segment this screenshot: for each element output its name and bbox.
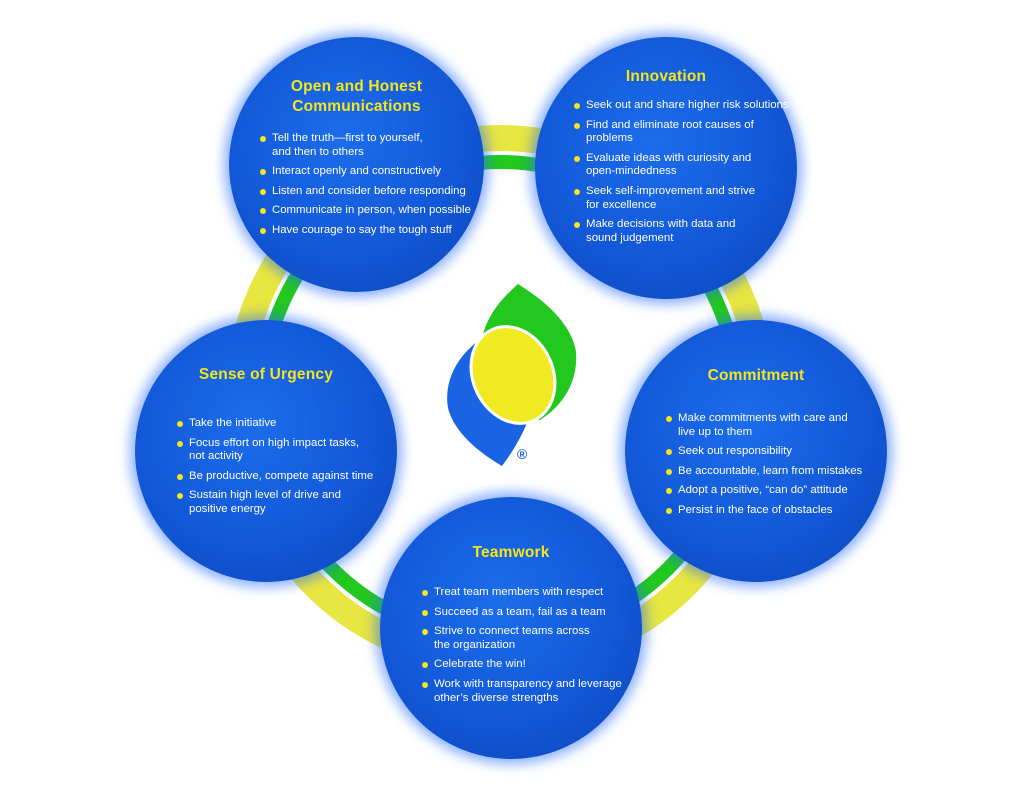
bullet-text: Listen and consider before responding [272, 184, 466, 197]
bullet-item: Be productive, compete against time [176, 470, 391, 484]
value-title: Innovation [535, 67, 797, 87]
bullet-text: Treat team members with respect [434, 586, 604, 598]
bullet-dot [574, 122, 580, 129]
bullet-item: Evaluate ideas with curiosity and open-m… [573, 152, 793, 179]
bullet-item: Seek out responsibility [665, 445, 883, 459]
value-bullet-list: Make commitments with care and live up t… [665, 412, 883, 524]
bullet-dot [666, 507, 672, 514]
bullet-text: Make commitments with care and live up t… [678, 412, 848, 438]
bullet-text: Strive to connect teams across the organ… [434, 625, 590, 651]
bullet-text: Seek out responsibility [678, 445, 792, 458]
value-circle-commitment: Commitment Make commitments with care an… [625, 320, 887, 582]
bullet-item: Treat team members with respect [421, 586, 641, 600]
bullet-text: Have courage to say the tough stuff [272, 223, 452, 236]
bullet-dot [422, 590, 428, 596]
bullet-item: Seek out and share higher risk solutions [573, 99, 793, 113]
registered-mark: ® [517, 446, 528, 462]
title-line: Sense of Urgency [198, 366, 334, 383]
bullet-dot [574, 222, 580, 229]
title-line: Innovation [625, 68, 707, 85]
bullet-text: Communicate in person, when possible [272, 204, 471, 217]
bullet-dot [666, 488, 672, 495]
bullet-text: Seek self-improvement and strive for exc… [586, 184, 756, 211]
bullet-text: Persist in the face of obstacles [678, 503, 833, 516]
bullet-item: Focus effort on high impact tasks, not a… [176, 437, 391, 464]
bullet-dot [422, 609, 428, 616]
title-line: Communications [292, 98, 421, 115]
bullet-item: Adopt a positive, “can do” attitude [665, 484, 883, 498]
bullet-dot [177, 473, 183, 480]
bullet-item: Be accountable, learn from mistakes [665, 465, 883, 479]
bullet-text: Adopt a positive, “can do” attitude [678, 484, 848, 497]
bullet-dot [260, 208, 266, 215]
bullet-dot [666, 468, 672, 475]
logo-yellow-lens [469, 325, 557, 425]
bullet-dot [260, 169, 266, 176]
bullet-text: Work with transparency and leverage othe… [434, 677, 622, 704]
bullet-item: Work with transparency and leverage othe… [421, 678, 641, 705]
bullet-item: Succeed as a team, fail as a team [421, 606, 641, 620]
bullet-text: Make decisions with data and sound judge… [586, 218, 736, 244]
value-title: Commitment [625, 366, 887, 386]
bullet-dot [666, 416, 672, 422]
bullet-text: Interact openly and constructively [272, 165, 442, 178]
bullet-item: Take the initiative [176, 417, 391, 431]
bullet-item: Have courage to say the tough stuff [259, 224, 474, 238]
bullet-dot [422, 662, 428, 669]
value-circle-urgency: Sense of Urgency Take the initiative Foc… [135, 320, 397, 582]
bullet-text: Take the initiative [189, 417, 277, 429]
bullet-text: Evaluate ideas with curiosity and open-m… [586, 151, 752, 178]
bullet-item: Find and eliminate root causes of proble… [573, 119, 793, 146]
bullet-item: Make commitments with care and live up t… [665, 412, 883, 439]
title-line: Teamwork [472, 544, 550, 561]
bullet-text: Seek out and share higher risk solutions [586, 99, 789, 111]
bullet-dot [260, 188, 266, 195]
value-bullet-list: Take the initiative Focus effort on high… [176, 417, 391, 523]
bullet-item: Make decisions with data and sound judge… [573, 218, 793, 245]
bullet-text: Find and eliminate root causes of proble… [586, 118, 754, 145]
bullet-text: Tell the truth—first to yourself, and th… [272, 132, 423, 158]
bullet-dot [422, 681, 428, 688]
bullet-item: Celebrate the win! [421, 658, 641, 672]
bullet-item: Seek self-improvement and strive for exc… [573, 185, 793, 212]
value-title: Teamwork [380, 543, 642, 563]
bullet-dot [177, 440, 183, 447]
bullet-dot [574, 188, 580, 195]
bullet-item: Persist in the face of obstacles [665, 504, 883, 518]
bullet-dot [177, 421, 183, 427]
bullet-dot [422, 629, 428, 636]
bullet-dot [177, 493, 183, 500]
bullet-text: Succeed as a team, fail as a team [434, 605, 606, 618]
value-bullet-list: Seek out and share higher risk solutions… [573, 99, 793, 251]
value-title: Sense of Urgency [135, 365, 397, 385]
bullet-item: Communicate in person, when possible [259, 204, 474, 218]
bullet-text: Be productive, compete against time [189, 469, 374, 482]
bullet-dot [260, 227, 266, 234]
value-bullet-list: Tell the truth—first to yourself, and th… [259, 132, 474, 244]
bullet-item: Strive to connect teams across the organ… [421, 625, 641, 652]
bullet-text: Focus effort on high impact tasks, not a… [189, 436, 360, 463]
value-circle-open-honest: Open and Honest Communications Tell the … [229, 37, 484, 292]
bullet-dot [260, 136, 266, 142]
value-bullet-list: Treat team members with respect Succeed … [421, 586, 641, 711]
bullet-item: Listen and consider before responding [259, 185, 474, 199]
bullet-dot [574, 155, 580, 162]
bullet-text: Celebrate the win! [434, 658, 526, 671]
bullet-text: Be accountable, learn from mistakes [678, 464, 863, 477]
company-logo [447, 284, 577, 466]
value-circle-innovation: Innovation Seek out and share higher ris… [535, 37, 797, 299]
bullet-text: Sustain high level of drive and positive… [189, 489, 341, 515]
value-title: Open and Honest Communications [229, 77, 484, 117]
title-line: Commitment [707, 367, 805, 384]
bullet-item: Sustain high level of drive and positive… [176, 489, 391, 516]
bullet-dot [574, 103, 580, 109]
title-line: Open and Honest [290, 78, 423, 95]
bullet-item: Interact openly and constructively [259, 165, 474, 179]
bullet-item: Tell the truth—first to yourself, and th… [259, 132, 474, 159]
value-circle-teamwork: Teamwork Treat team members with respect… [380, 497, 642, 759]
bullet-dot [666, 449, 672, 456]
